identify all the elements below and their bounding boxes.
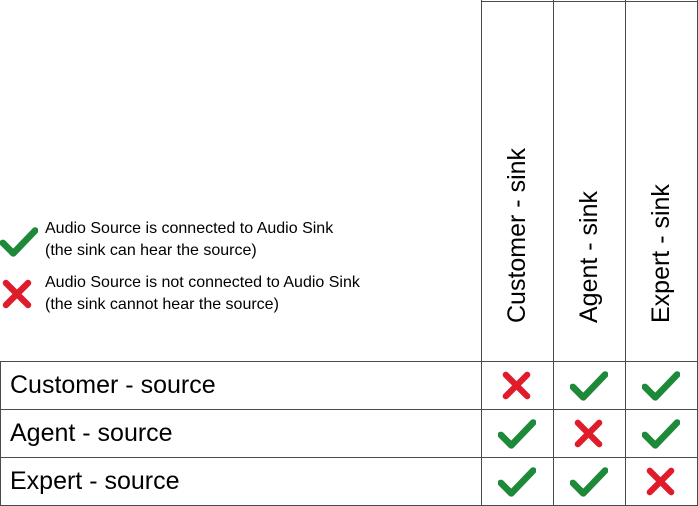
grid-line bbox=[481, 0, 482, 506]
row-label-agent-source: Agent - source bbox=[10, 419, 173, 447]
grid-line bbox=[0, 361, 1, 506]
grid-line bbox=[0, 361, 698, 362]
row-label-expert-source: Expert - source bbox=[10, 467, 180, 495]
legend-connected-text: Audio Source is connected to Audio Sink … bbox=[45, 218, 333, 262]
column-header-label: Agent - sink bbox=[575, 190, 603, 323]
check-icon bbox=[0, 227, 38, 257]
grid-line bbox=[625, 0, 626, 506]
legend-not-connected-text: Audio Source is not connected to Audio S… bbox=[45, 272, 360, 316]
column-header-label: Customer - sink bbox=[503, 147, 531, 323]
cross-icon bbox=[502, 371, 531, 400]
cross-icon bbox=[646, 467, 675, 496]
legend-not-connected-line1: Audio Source is not connected to Audio S… bbox=[45, 274, 360, 291]
column-header-expert-sink: Expert - sink bbox=[625, 0, 697, 361]
cross-icon bbox=[2, 279, 32, 309]
check-icon bbox=[498, 467, 536, 497]
column-header-customer-sink: Customer - sink bbox=[481, 0, 553, 361]
column-header-agent-sink: Agent - sink bbox=[553, 0, 625, 361]
check-icon bbox=[570, 371, 608, 401]
check-icon bbox=[642, 371, 680, 401]
check-icon bbox=[570, 467, 608, 497]
legend-connected-line1: Audio Source is connected to Audio Sink bbox=[45, 220, 334, 237]
check-icon bbox=[498, 419, 536, 449]
grid-line bbox=[481, 1, 698, 2]
legend-not-connected-line2: (the sink cannot hear the source) bbox=[45, 296, 279, 313]
check-icon bbox=[642, 419, 680, 449]
legend-connected-line2: (the sink can hear the source) bbox=[45, 242, 257, 259]
row-label-customer-source: Customer - source bbox=[10, 371, 216, 399]
column-header-label: Expert - sink bbox=[647, 184, 675, 323]
cross-icon bbox=[574, 419, 603, 448]
grid-line bbox=[0, 409, 698, 410]
grid-line bbox=[553, 0, 554, 506]
grid-line bbox=[0, 457, 698, 458]
